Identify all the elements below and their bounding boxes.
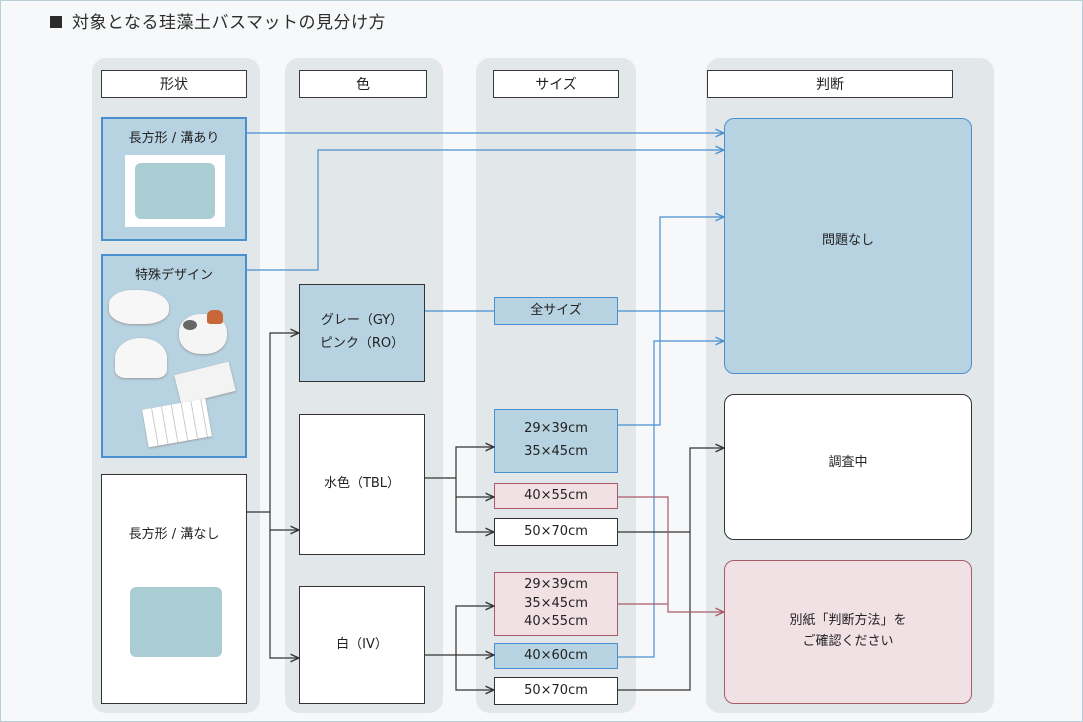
- line-white-white-investigating: [618, 532, 691, 691]
- size-label: 40×55cm: [524, 614, 588, 630]
- line-white-blue-ok: [618, 341, 724, 658]
- judgment-investigating-label: 調査中: [828, 454, 868, 470]
- line-aqua-split: [425, 447, 494, 479]
- size-label: 40×55cm: [524, 487, 588, 503]
- size-label: 35×45cm: [524, 595, 588, 611]
- header-color: 色: [299, 70, 427, 98]
- size-label: 50×70cm: [524, 682, 588, 698]
- cat-ear-icon: [207, 310, 223, 324]
- color-aqua-label: 水色（TBL）: [323, 476, 401, 492]
- judgment-see-sheet: 別紙「判断方法」を ご確認ください: [724, 560, 972, 704]
- mat-aqua-icon: [135, 163, 215, 219]
- size-aqua-white: 50×70cm: [494, 518, 618, 546]
- line-aqua-blue-ok: [618, 217, 724, 426]
- shape-rect-groove: 長方形 / 溝あり: [101, 117, 247, 241]
- judgment-ok-label: 問題なし: [821, 232, 874, 248]
- size-label: 50×70cm: [524, 523, 588, 539]
- size-white-white: 50×70cm: [494, 677, 618, 705]
- line-white-white: [455, 655, 494, 690]
- judgment-investigating: 調査中: [724, 394, 972, 540]
- header-shape: 形状: [101, 70, 247, 98]
- line-aqua-white: [455, 497, 494, 532]
- line-aqua-white-investigating: [618, 448, 724, 533]
- size-aqua-blue: 29×39cm 35×45cm: [494, 409, 618, 473]
- line-nogroove-aqua: [269, 512, 299, 530]
- shape-rect-nogroove-label: 長方形 / 溝なし: [128, 527, 220, 542]
- line-special-ok: [247, 150, 724, 271]
- color-white: 白（IV）: [299, 586, 425, 704]
- cat-patch-icon: [183, 320, 197, 330]
- color-white-label: 白（IV）: [336, 636, 388, 652]
- judgment-see-sheet-line2: ご確認ください: [802, 634, 894, 649]
- line-white-split: [425, 606, 494, 656]
- size-label: 35×45cm: [524, 444, 588, 459]
- color-pink-label: ピンク（RO）: [319, 336, 405, 351]
- shape-rect-groove-label: 長方形 / 溝あり: [128, 131, 220, 146]
- size-label: 29×39cm: [524, 576, 588, 592]
- page-title: 対象となる珪藻土バスマットの見分け方: [50, 8, 386, 33]
- shape-special-label: 特殊デザイン: [134, 268, 213, 283]
- size-white-blue: 40×60cm: [494, 643, 618, 669]
- line-aqua-pink: [455, 478, 494, 497]
- color-aqua: 水色（TBL）: [299, 414, 425, 555]
- line-nogroove-split: [247, 333, 299, 513]
- header-judgment: 判断: [707, 70, 953, 98]
- shape-rect-nogroove: 長方形 / 溝なし: [101, 474, 247, 704]
- line-nogroove-white: [269, 530, 299, 658]
- judgment-see-sheet-line1: 別紙「判断方法」を: [789, 613, 907, 629]
- header-size: サイズ: [493, 70, 619, 98]
- title-text: 対象となる珪藻土バスマットの見分け方: [72, 13, 386, 33]
- judgment-ok: 問題なし: [724, 118, 972, 374]
- size-all-label: 全サイズ: [530, 302, 582, 318]
- shape-special: 特殊デザイン: [101, 254, 247, 458]
- color-gray-pink: グレー（GY） ピンク（RO）: [299, 284, 425, 382]
- shell-mat-icon: [115, 338, 167, 378]
- polar-bear-mat-icon: [109, 290, 169, 324]
- size-all: 全サイズ: [494, 297, 618, 325]
- size-label: 29×39cm: [524, 421, 588, 437]
- color-gray-label: グレー（GY）: [320, 313, 404, 329]
- square-bullet-icon: [50, 16, 62, 28]
- cat-mat-icon: [179, 310, 227, 354]
- line-aqua-pink-sheet: [618, 496, 724, 612]
- size-label: 40×60cm: [524, 647, 588, 663]
- size-white-pink: 29×39cm 35×45cm 40×55cm: [494, 572, 618, 636]
- mat-aqua-icon: [130, 587, 222, 657]
